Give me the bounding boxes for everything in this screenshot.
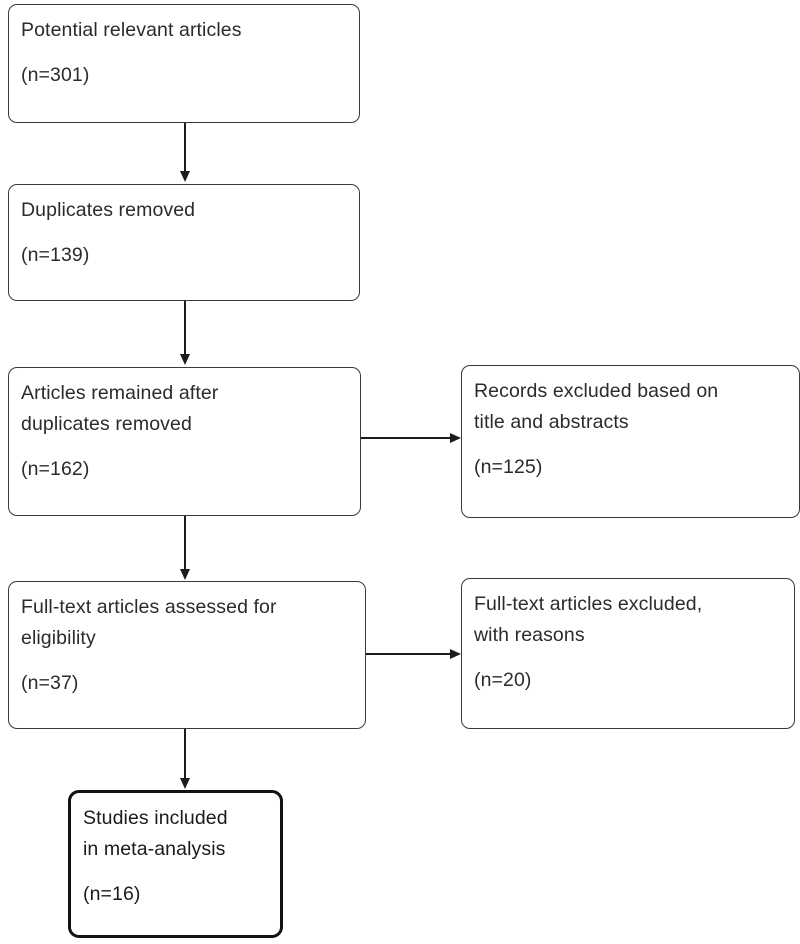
node-full-text-articles-assessed[interactable]: Full-text articles assessed for eligibil… (8, 581, 366, 729)
connector-5-to-excluded-arrowhead (450, 648, 461, 659)
node-count: (n=125) (474, 456, 543, 478)
node-count: (n=139) (21, 244, 90, 266)
node-line: Records excluded based on (474, 380, 719, 402)
node-line: Full-text articles excluded, (474, 593, 703, 615)
connector-3-to-excluded-arrowhead (450, 432, 461, 443)
node-line: with reasons (474, 624, 585, 646)
node-line: Articles remained after (21, 382, 219, 404)
node-count: (n=37) (21, 672, 79, 694)
node-records-excluded-title-abstracts[interactable]: Records excluded based on title and abst… (461, 365, 800, 518)
node-studies-included-meta-analysis[interactable]: Studies included in meta-analysis (n=16) (68, 790, 283, 938)
node-duplicates-removed[interactable]: Duplicates removed (n=139) (8, 184, 360, 301)
node-articles-remained-after-duplicates-removed[interactable]: Articles remained after duplicates remov… (8, 367, 361, 516)
connector-3-to-5-line (184, 516, 186, 571)
node-count: (n=301) (21, 64, 90, 86)
connector-5-to-7-arrowhead (179, 778, 190, 789)
connector-5-to-7-line (184, 729, 186, 780)
line-spacer (21, 226, 347, 240)
node-line: Potential relevant articles (21, 19, 242, 41)
line-spacer (474, 438, 787, 452)
node-line: eligibility (21, 627, 96, 649)
node-line: title and abstracts (474, 411, 629, 433)
line-spacer (21, 654, 353, 668)
connector-3-to-excluded-line (361, 437, 453, 439)
line-spacer (474, 651, 782, 665)
connector-5-to-excluded-line (366, 653, 453, 655)
node-full-text-articles-excluded[interactable]: Full-text articles excluded, with reason… (461, 578, 795, 729)
node-line: in meta-analysis (83, 838, 226, 860)
connector-2-to-3-line (184, 301, 186, 356)
line-spacer (21, 46, 347, 60)
node-count: (n=20) (474, 669, 532, 691)
node-line: Duplicates removed (21, 199, 196, 221)
node-count: (n=16) (83, 883, 141, 905)
connector-1-to-2-arrowhead (179, 171, 190, 182)
node-line: Studies included (83, 807, 228, 829)
connector-3-to-5-arrowhead (179, 569, 190, 580)
node-potential-relevant-articles[interactable]: Potential relevant articles (n=301) (8, 4, 360, 123)
connector-1-to-2-line (184, 123, 186, 173)
node-line: Full-text articles assessed for (21, 596, 277, 618)
line-spacer (21, 440, 348, 454)
node-line: duplicates removed (21, 413, 192, 435)
connector-2-to-3-arrowhead (179, 354, 190, 365)
node-count: (n=162) (21, 458, 90, 480)
line-spacer (83, 865, 268, 879)
